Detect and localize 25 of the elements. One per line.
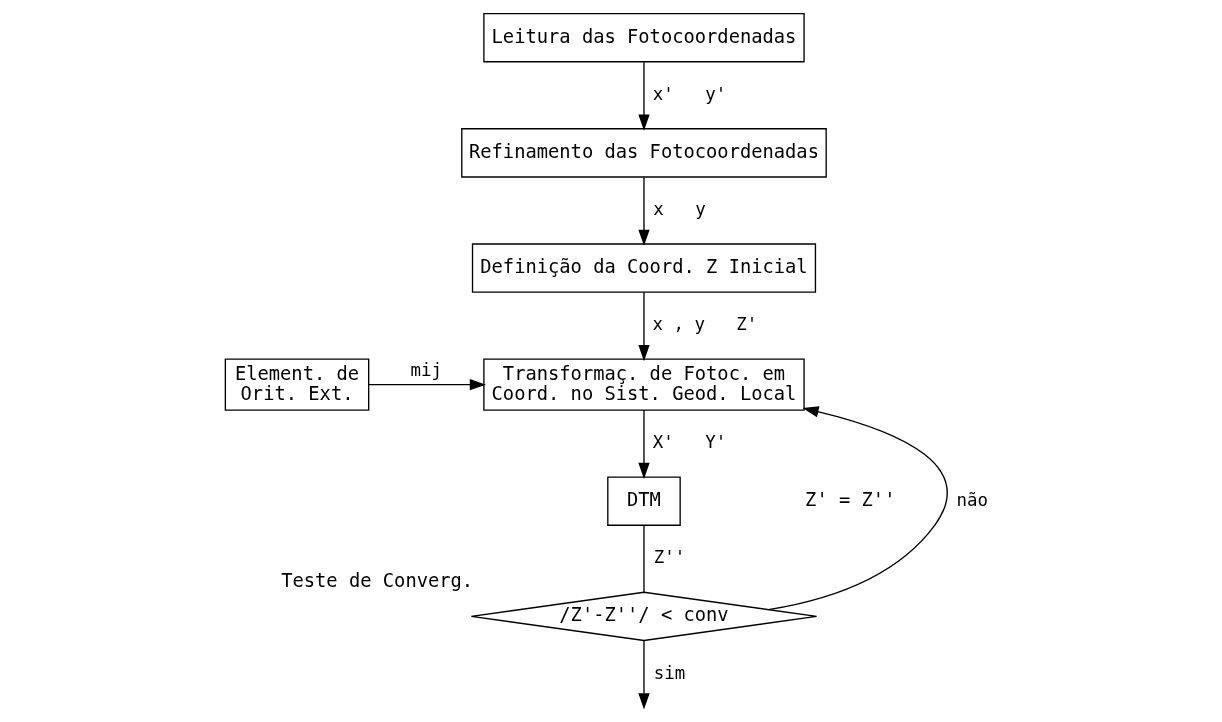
arrow <box>367 379 486 391</box>
edge-label: mij <box>410 359 442 380</box>
arrow <box>637 409 650 479</box>
edge-label: x , y Z' <box>652 314 757 335</box>
edge-label: sim <box>653 662 685 683</box>
node-label: Teste de Converg. <box>280 570 473 592</box>
edge-label: x y <box>652 199 706 220</box>
arrow <box>637 61 650 131</box>
edge-label: x' y' <box>652 83 726 104</box>
node-box: DTM <box>606 476 681 526</box>
node-box: Definição da Coord. Z Inicial <box>471 243 816 293</box>
edge-label: não <box>955 489 988 510</box>
arrow <box>637 640 650 710</box>
label: Z' = Z'' <box>804 489 895 511</box>
arrow <box>767 406 948 611</box>
connector <box>642 525 645 593</box>
node-box: Refinamento das Fotocoordenadas <box>460 128 827 178</box>
arrow <box>637 176 650 246</box>
edge-label: X' Y' <box>652 432 726 453</box>
node-box: Leitura das Fotocoordenadas <box>482 12 805 63</box>
node-box: Element. de Orit. Ext. <box>224 358 369 411</box>
arrow <box>637 291 650 362</box>
node-box: Transformaç. de Fotoc. em Coord. no Sist. Geod. Local <box>482 358 805 411</box>
node-diamond: /Z'-Z''/ < conv <box>470 591 817 642</box>
edge-label: Z'' <box>653 547 685 568</box>
